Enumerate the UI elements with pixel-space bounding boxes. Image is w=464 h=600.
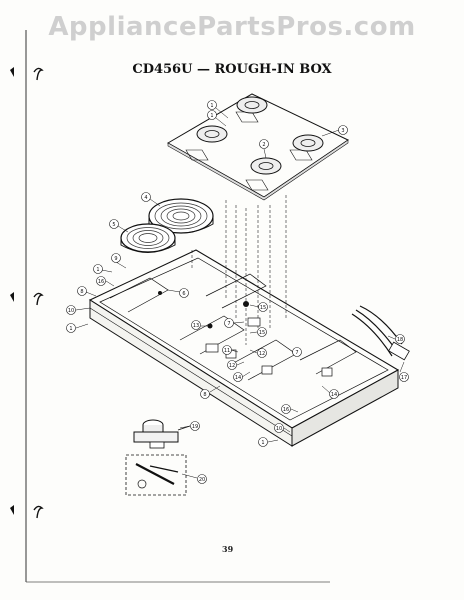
- callout-label: 1: [210, 113, 213, 119]
- callout-label: 3: [341, 128, 344, 134]
- callout-marker: 8: [77, 286, 97, 297]
- cooktop-top-panel: [166, 93, 350, 201]
- callout-marker: 10: [66, 305, 91, 315]
- callout-marker: 1: [93, 264, 113, 274]
- callout-label: 17: [401, 375, 407, 381]
- callout-marker: 12: [227, 360, 245, 370]
- callout-label: 2: [262, 142, 265, 148]
- callout-label: 10: [276, 426, 282, 432]
- callout-marker: 9: [111, 253, 127, 269]
- callout-label: 9: [114, 256, 117, 262]
- callout-label: 16: [283, 407, 289, 413]
- callout-marker: 1: [258, 437, 279, 447]
- callout-marker: 1: [66, 323, 89, 333]
- callout-label: 15: [259, 330, 265, 336]
- callout-marker: 12: [249, 348, 267, 358]
- callout-label: 1: [261, 440, 264, 446]
- callout-label: 1: [210, 103, 213, 109]
- callout-label: 1: [69, 326, 72, 332]
- callout-marker: 6: [167, 288, 189, 298]
- callout-label: 8: [203, 392, 206, 398]
- callout-label: 1: [96, 267, 99, 273]
- callout-label: 12: [229, 363, 235, 369]
- callout-marker: 19: [179, 421, 200, 431]
- callout-marker: 14: [321, 385, 339, 399]
- callout-label: 7: [295, 350, 298, 356]
- page-number: 39: [222, 544, 234, 554]
- callout-marker: 7: [224, 318, 245, 328]
- callout-marker: 11: [222, 345, 239, 355]
- surface-burner-elements: [196, 96, 324, 175]
- callout-marker: 8: [200, 385, 221, 399]
- callout-group: 1 1 2 3 4 5 1 9 16 6 8 10 1 13 15 7 11 1…: [66, 100, 409, 484]
- callout-marker: 15: [249, 327, 267, 337]
- radiant-coil-element-small: [120, 223, 176, 253]
- callout-label: 7: [227, 321, 230, 327]
- callout-marker: 1: [207, 100, 229, 119]
- callout-marker: 13: [191, 320, 208, 330]
- callout-label: 12: [259, 351, 265, 357]
- callout-marker: 5: [109, 219, 129, 233]
- callout-marker: 1: [207, 110, 227, 127]
- bracket-kit: [125, 454, 187, 496]
- callout-label: 8: [80, 289, 83, 295]
- callout-label: 14: [331, 392, 337, 398]
- callout-marker: 15: [249, 302, 268, 312]
- callout-marker: 20: [181, 473, 207, 484]
- callout-label: 13: [193, 323, 199, 329]
- callout-label: 10: [68, 308, 74, 314]
- gas-regulator: [133, 419, 191, 449]
- callout-marker: 4: [141, 192, 161, 207]
- callout-label: 4: [144, 195, 147, 201]
- rough-in-box: [88, 249, 400, 447]
- callout-marker: 16: [96, 276, 115, 287]
- watermark: AppliancePartsPros.com: [48, 12, 416, 42]
- diagram-title: CD456U — ROUGH-IN BOX: [132, 62, 332, 77]
- callout-marker: 10: [274, 423, 291, 433]
- callout-marker: 17: [399, 361, 409, 382]
- callout-label: 14: [235, 375, 241, 381]
- binder-hole-marks: [10, 67, 44, 519]
- callout-label: 20: [199, 477, 205, 483]
- callout-label: 18: [397, 337, 403, 343]
- callout-label: 6: [182, 291, 185, 297]
- callout-label: 11: [224, 348, 230, 354]
- power-cord: [351, 305, 410, 361]
- callout-label: 19: [192, 424, 198, 430]
- callout-label: 15: [260, 305, 266, 311]
- callout-label: 16: [98, 279, 104, 285]
- callout-marker: 14: [233, 371, 251, 382]
- callout-label: 5: [112, 222, 115, 228]
- callout-marker: 18: [387, 334, 405, 344]
- callout-marker: 16: [281, 404, 299, 414]
- callout-marker: 3: [321, 125, 348, 137]
- callout-marker: 2: [259, 139, 269, 159]
- callout-marker: 7: [291, 347, 302, 357]
